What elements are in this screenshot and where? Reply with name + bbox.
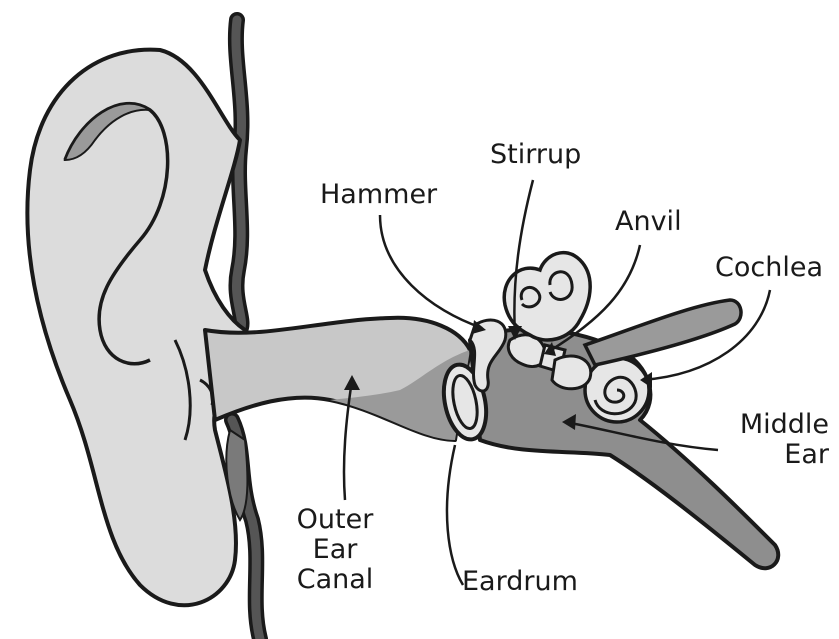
middle-ear-label: Middle Ear [715, 410, 829, 470]
eardrum-pointer [447, 445, 463, 585]
middle-ear-line-2: Ear [715, 440, 829, 470]
middle-ear-line-1: Middle [715, 410, 829, 440]
pinna [27, 50, 245, 606]
auditory-nerve [585, 300, 741, 365]
hammer-pointer [380, 215, 482, 328]
outer-ear-canal-line-1: Outer [280, 505, 390, 535]
vestibule [552, 356, 591, 389]
cochlea-label: Cochlea [715, 253, 823, 283]
anvil-label: Anvil [615, 207, 682, 237]
outer-ear-canal-line-3: Canal [280, 565, 390, 595]
eardrum-label: Eardrum [462, 567, 578, 597]
stirrup-label: Stirrup [490, 140, 581, 170]
outer-ear-canal-label: Outer Ear Canal [280, 505, 390, 595]
outer-ear-canal-line-2: Ear [280, 535, 390, 565]
hammer-label: Hammer [320, 180, 437, 210]
